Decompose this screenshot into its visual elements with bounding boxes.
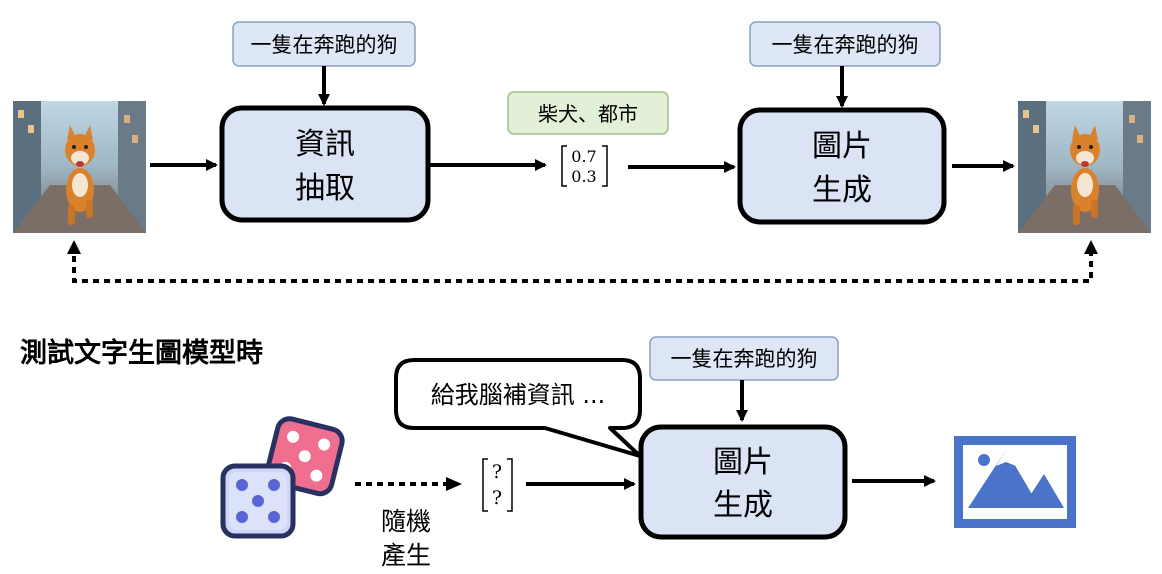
dog-image-left <box>13 101 146 233</box>
prompt-box-top-left: 一隻在奔跑的狗 <box>232 21 416 67</box>
vector-top: 0.7 0.3 <box>561 145 608 187</box>
image-placeholder-icon <box>954 436 1076 528</box>
generate-box-top: 圖片 生成 <box>737 107 947 225</box>
prompt-text-top-left: 一隻在奔跑的狗 <box>251 33 398 57</box>
extract-box-line2: 抽取 <box>295 171 355 206</box>
dice-icon <box>220 416 345 539</box>
extract-box-line1: 資訊 <box>295 127 355 162</box>
generate-top-line2: 生成 <box>812 173 872 208</box>
prompt-text-bottom: 一隻在奔跑的狗 <box>671 347 818 371</box>
generate-top-line1: 圖片 <box>812 129 872 164</box>
dog-image-right <box>1018 101 1151 233</box>
speech-bubble: 給我腦補資訊 ... <box>394 358 642 458</box>
generate-bottom-line1: 圖片 <box>713 445 773 480</box>
vector-top-value-1: 0.7 <box>571 147 596 166</box>
random-label-line2: 產生 <box>381 541 431 570</box>
prompt-text-top-right: 一隻在奔跑的狗 <box>772 33 919 57</box>
vector-top-value-2: 0.3 <box>571 167 596 186</box>
vector-bottom-value-2: ? <box>492 487 502 509</box>
speech-bubble-text: 給我腦補資訊 ... <box>431 381 606 409</box>
random-label-line1: 隨機 <box>381 507 431 536</box>
keywords-text: 柴犬、都市 <box>538 102 638 126</box>
section-title: 測試文字生圖模型時 <box>20 337 263 369</box>
extract-box: 資訊 抽取 <box>219 105 431 223</box>
dotted-arrowhead <box>446 477 462 491</box>
vector-bottom-value-1: ? <box>492 461 502 483</box>
prompt-box-top-right: 一隻在奔跑的狗 <box>749 21 941 67</box>
keywords-tag: 柴犬、都市 <box>507 91 669 135</box>
dotted-feedback-loop <box>67 240 1098 283</box>
generate-bottom-line2: 生成 <box>713 488 773 523</box>
vector-bottom: ? ? <box>482 458 513 512</box>
prompt-box-bottom: 一隻在奔跑的狗 <box>649 336 839 381</box>
generate-box-bottom: 圖片 生成 <box>638 424 848 540</box>
